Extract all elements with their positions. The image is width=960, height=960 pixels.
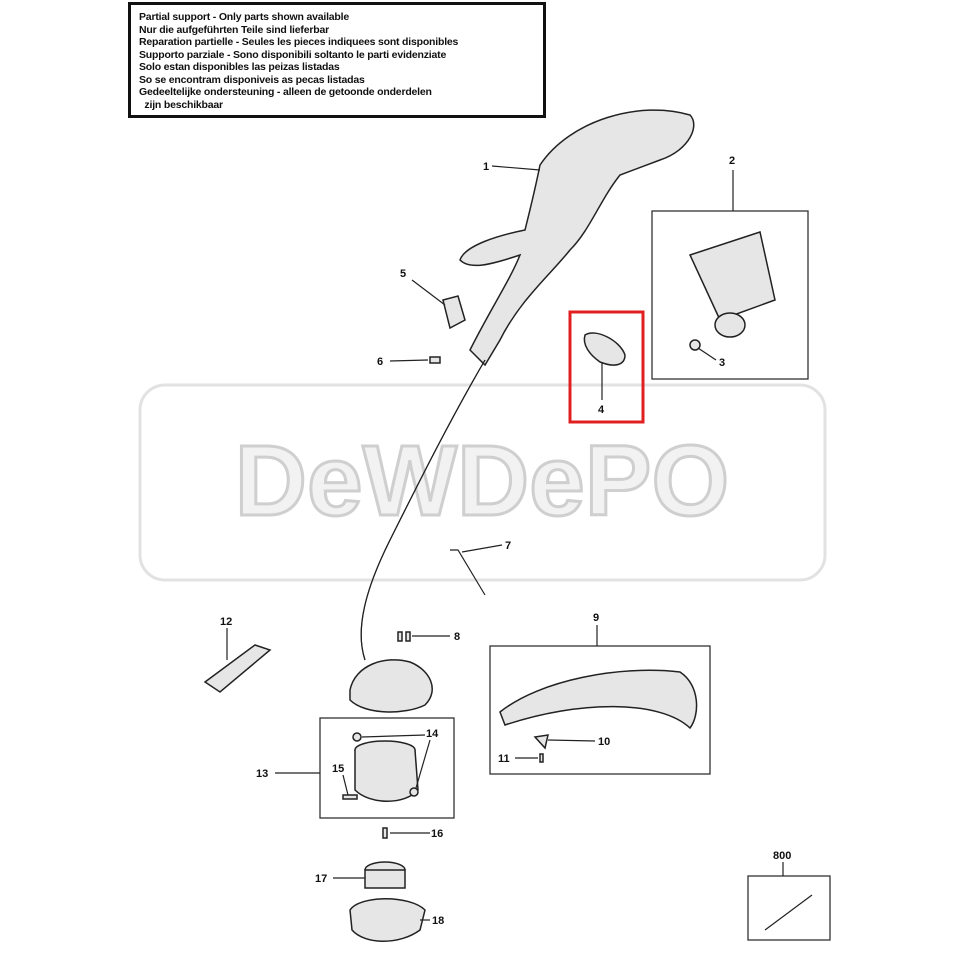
part-7-guard-wire [450, 549, 486, 596]
part-14-spring [352, 732, 362, 742]
part-10-clip [533, 734, 549, 750]
part-2-motor [688, 231, 776, 338]
highlight-box-part-4 [568, 310, 645, 424]
part-6-screw [429, 356, 441, 364]
callout-11: 11 [498, 753, 510, 765]
part-13-box [319, 717, 455, 819]
part-5-clip [442, 295, 466, 330]
notice-line: zijn beschikbaar [139, 98, 223, 111]
callout-labels: 1 2 3 4 5 6 7 8 9 10 11 12 13 14 15 16 1… [220, 155, 791, 927]
part-9-guard [499, 669, 698, 730]
part-14-pin [409, 787, 419, 797]
part-2-box [651, 210, 809, 380]
callout-13: 13 [256, 768, 268, 780]
callout-16: 16 [431, 828, 443, 840]
part-8-screws [397, 631, 411, 642]
callout-4: 4 [598, 404, 605, 416]
callout-14: 14 [426, 728, 439, 740]
svg-text:DeWDePO: DeWDePO [235, 425, 730, 537]
part-12-label [203, 644, 272, 693]
callout-8: 8 [454, 631, 460, 643]
callout-2: 2 [729, 155, 735, 167]
notice-line: Nur die aufgeführten Teile sind lieferba… [139, 23, 329, 36]
part-18-cap [349, 898, 426, 942]
callout-3: 3 [719, 357, 725, 369]
callout-5: 5 [400, 268, 406, 280]
part-13-spool-housing [354, 740, 419, 802]
callout-6: 6 [377, 356, 383, 368]
callout-17: 17 [315, 873, 327, 885]
notice-line: Partial support - Only parts shown avail… [139, 11, 350, 23]
parts-availability-notice: Partial support - Only parts shown avail… [128, 2, 546, 118]
watermark: DeWDePO [138, 383, 827, 582]
part-800-tool [764, 894, 813, 931]
part-17-spool [364, 861, 406, 889]
callout-1: 1 [483, 161, 489, 173]
part-1-trimmer-body [349, 109, 695, 713]
callout-9: 9 [593, 612, 599, 624]
part-3-screw [689, 339, 701, 351]
callout-10: 10 [598, 736, 610, 748]
notice-line: Gedeeltelijke ondersteuning - alleen de … [139, 86, 432, 98]
callout-800: 800 [773, 850, 791, 862]
callout-12: 12 [220, 616, 232, 628]
part-4-cover [583, 332, 626, 366]
notice-line: Supporto parziale - Sono disponibili sol… [139, 48, 447, 61]
notice-line: Solo estan disponibles las peizas listad… [139, 61, 340, 73]
part-800-box [747, 875, 831, 941]
callout-18: 18 [432, 915, 444, 927]
leader-lines [226, 165, 784, 921]
callout-15: 15 [332, 763, 344, 775]
part-11-screw [539, 753, 544, 763]
notice-line: So se encontram disponiveis as pecas lis… [139, 73, 365, 86]
part-15-cap [342, 794, 358, 800]
part-16-screw [382, 827, 388, 839]
callout-7: 7 [505, 540, 511, 552]
part-9-box [489, 645, 711, 775]
notice-line: Reparation partielle - Seules les pieces… [139, 36, 459, 48]
